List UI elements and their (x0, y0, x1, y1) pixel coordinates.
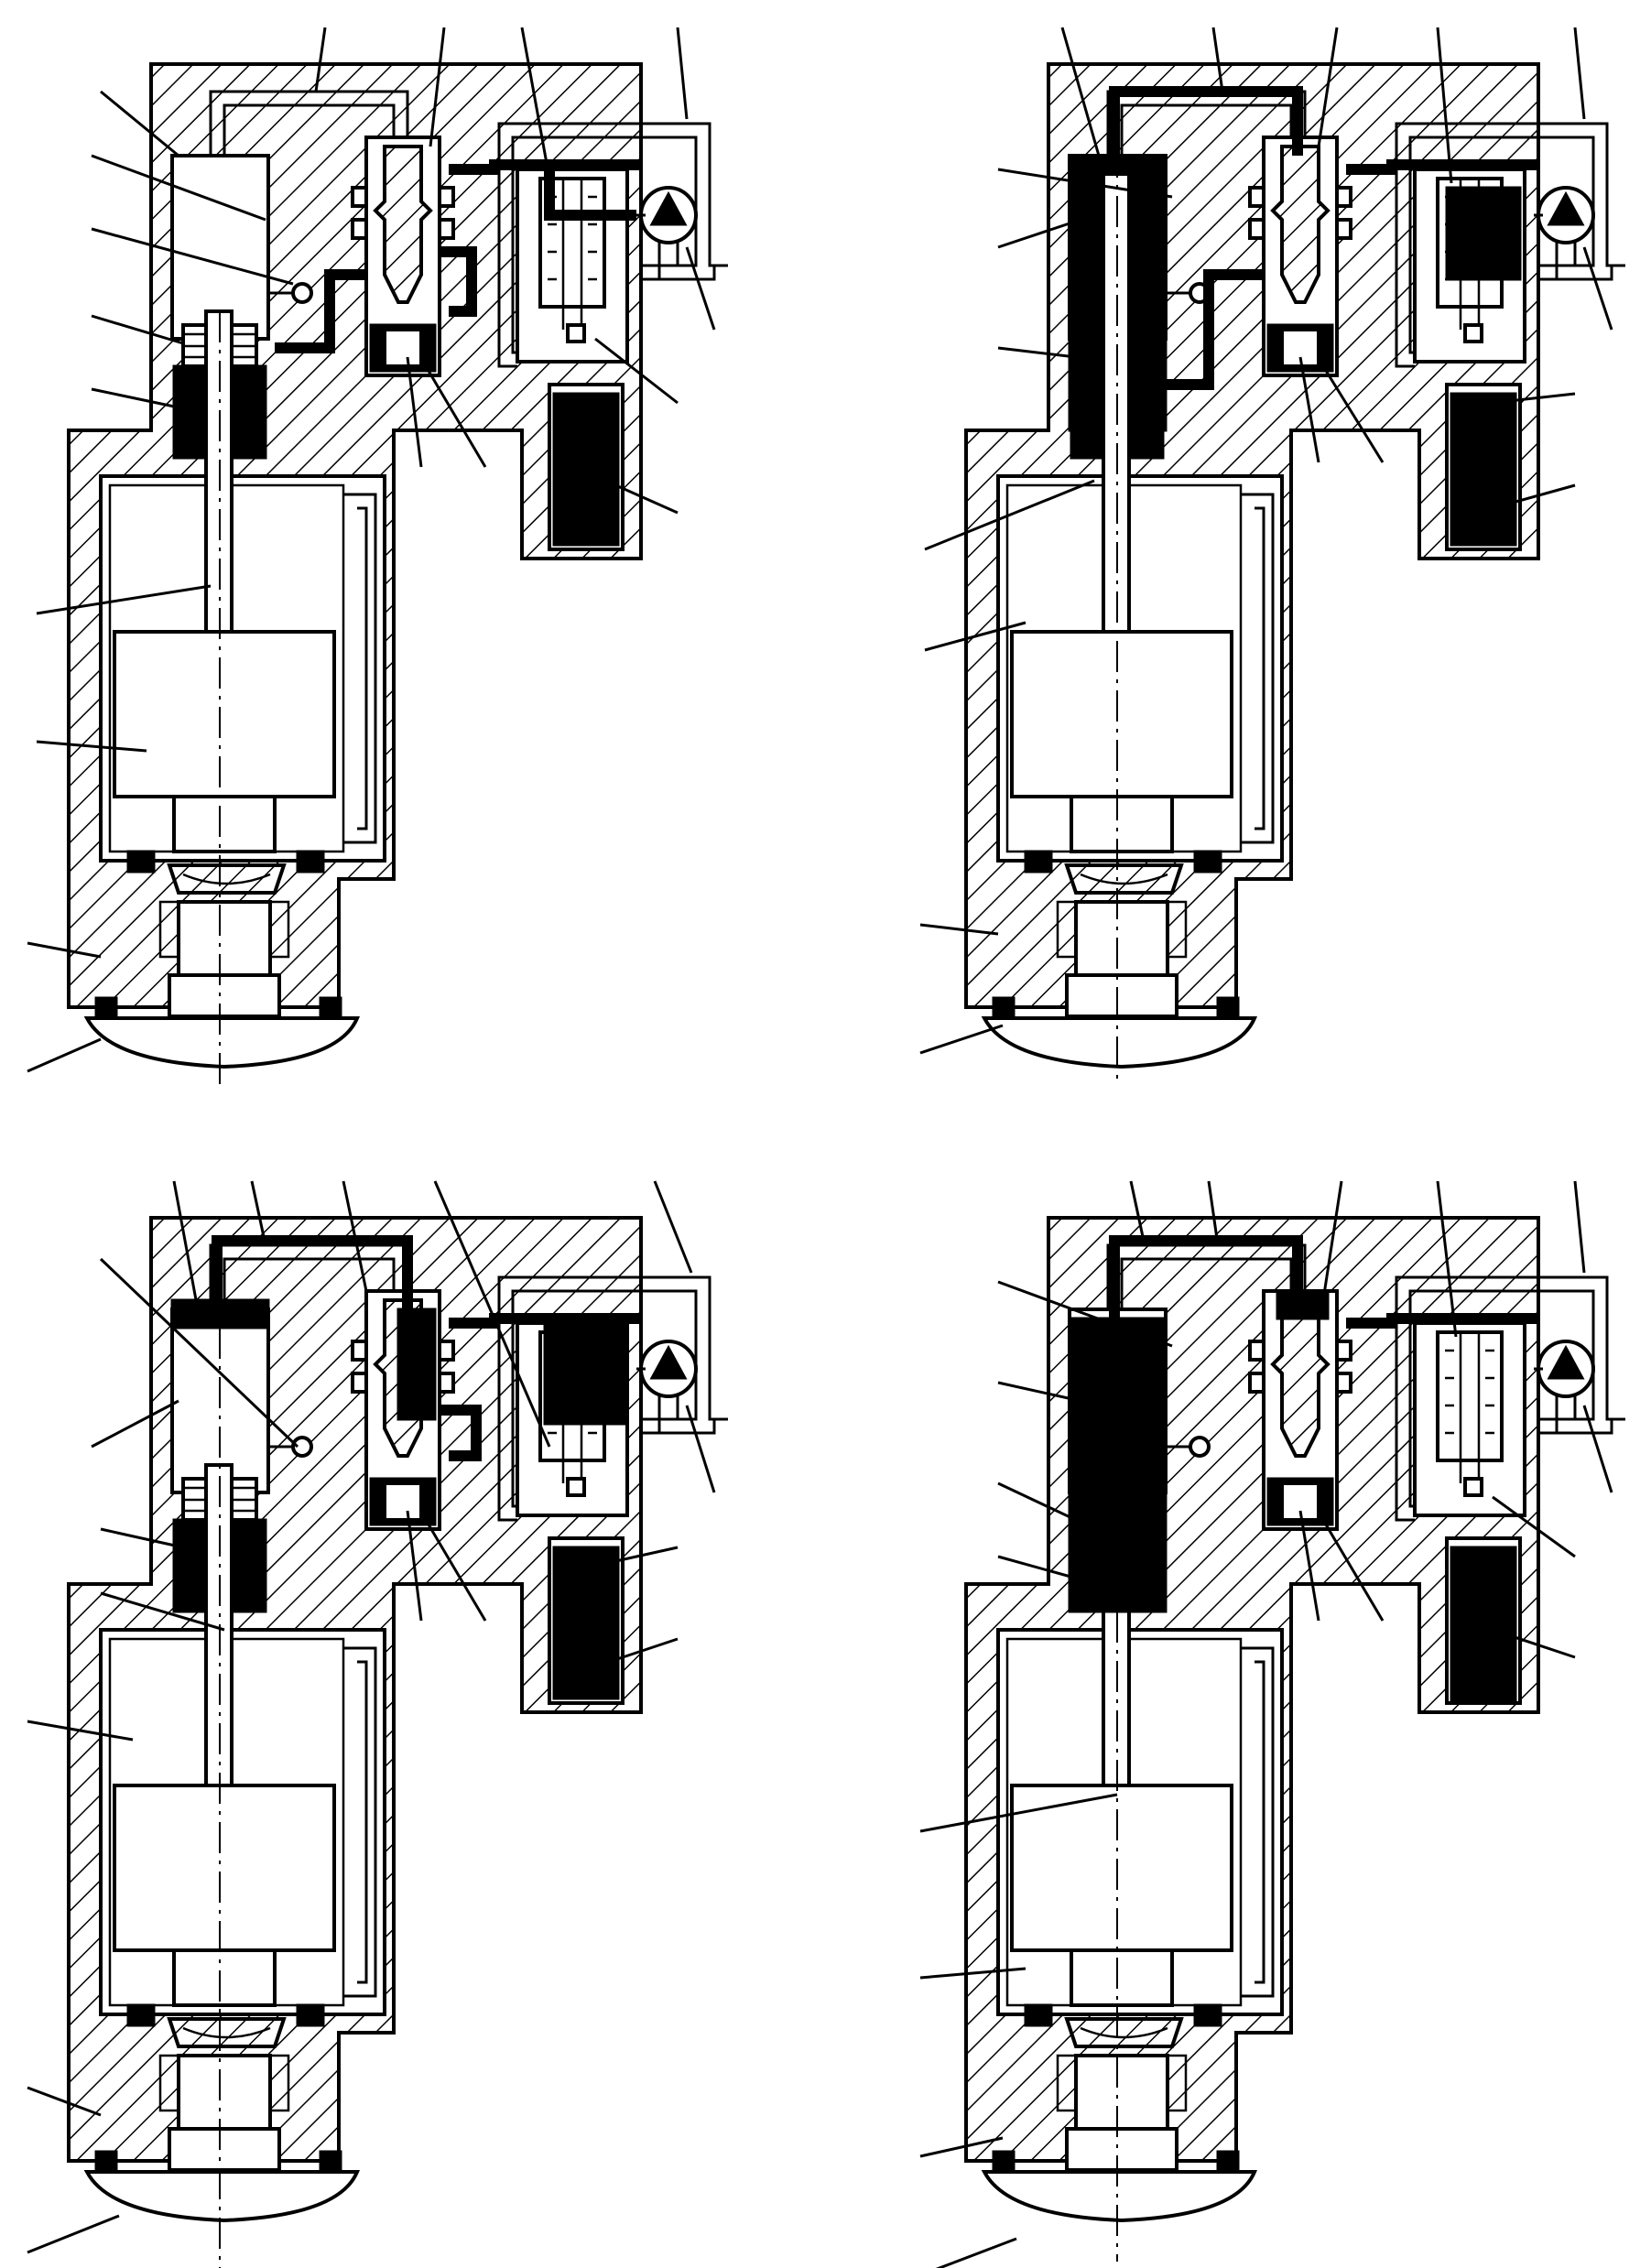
panel-top-left (27, 27, 730, 1085)
panel-bottom-right (919, 1180, 1627, 2268)
leader-lines (919, 27, 1613, 1055)
panel-bottom-left (27, 1180, 730, 2268)
leader-lines (27, 1180, 716, 2254)
leader-lines (27, 27, 716, 1073)
leader-lines (919, 1180, 1613, 2268)
panel-top-right (919, 27, 1627, 1085)
